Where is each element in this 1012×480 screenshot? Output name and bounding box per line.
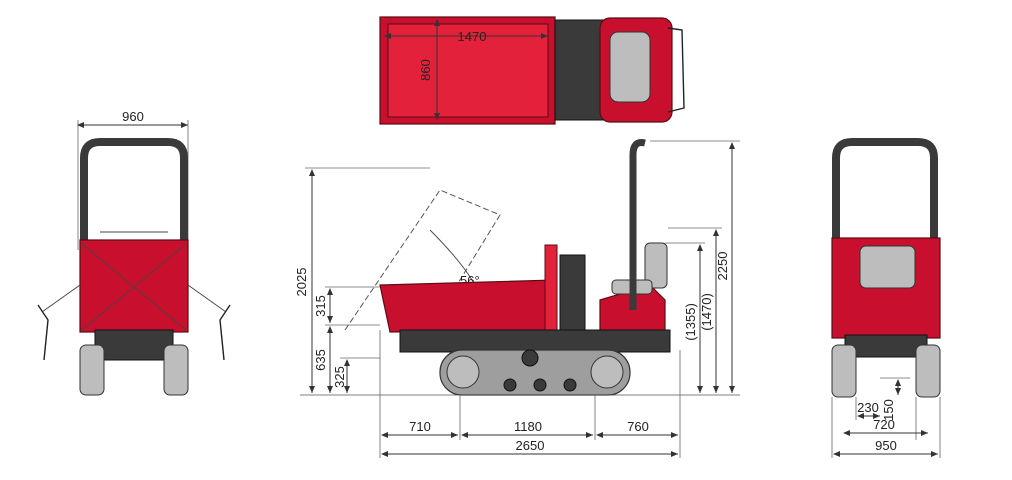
side-front-overhang-label: 760 xyxy=(627,419,649,434)
side-rear-overhang-label: 710 xyxy=(409,419,431,434)
side-overall-height-label: 2250 xyxy=(715,252,730,281)
side-chassis xyxy=(399,329,671,353)
top-seat xyxy=(609,31,651,103)
side-rear-sprocket xyxy=(446,355,480,389)
side-control-column xyxy=(559,254,586,331)
side-tipped-bed-outline xyxy=(344,189,501,346)
side-roll-bar xyxy=(629,139,646,310)
rear-roll-bar xyxy=(832,138,938,240)
front-view: 960 xyxy=(37,109,231,396)
front-roll-bar xyxy=(80,138,188,245)
rear-left-track xyxy=(831,344,857,398)
top-width-label: 860 xyxy=(418,59,433,81)
rear-chassis xyxy=(844,334,928,358)
rear-track-width-label: 230 xyxy=(857,400,879,415)
side-seat-height-label: (1355) xyxy=(683,303,698,341)
side-rail-height-label: (1470) xyxy=(699,293,714,331)
side-bed-front-wall xyxy=(544,244,558,331)
side-dump-bed xyxy=(379,279,556,333)
side-front-idler xyxy=(590,355,624,389)
side-lower-height-label: 635 xyxy=(313,349,328,371)
front-right-track xyxy=(163,344,189,396)
rear-overall-width-label: 950 xyxy=(875,438,897,453)
side-seat-back xyxy=(644,242,668,289)
side-track-length-label: 1180 xyxy=(514,419,542,434)
front-tipped-bed-outline xyxy=(37,304,231,361)
front-chassis xyxy=(94,329,174,361)
rear-right-track xyxy=(915,344,941,398)
top-length-label: 1470 xyxy=(458,29,487,44)
rear-seat xyxy=(859,245,916,289)
side-clearance-label: 325 xyxy=(332,366,347,388)
rear-view: 230 150 720 950 xyxy=(831,138,941,458)
rear-clearance-label: 150 xyxy=(881,399,896,421)
top-dump-bed-inner xyxy=(387,23,549,118)
top-roll-bar xyxy=(667,27,685,113)
side-dump-height-label: 2025 xyxy=(294,268,309,297)
front-width-label: 960 xyxy=(122,109,144,124)
top-view: 1470 860 xyxy=(379,16,685,125)
side-view: 56° 2025 315 635 325 xyxy=(294,139,740,458)
front-left-track xyxy=(79,344,105,396)
side-dump-bed-label: 315 xyxy=(313,295,328,317)
rear-track-gauge-label: 720 xyxy=(873,417,895,432)
top-engine-bay xyxy=(554,19,606,121)
side-overall-length-label: 2650 xyxy=(516,438,545,453)
